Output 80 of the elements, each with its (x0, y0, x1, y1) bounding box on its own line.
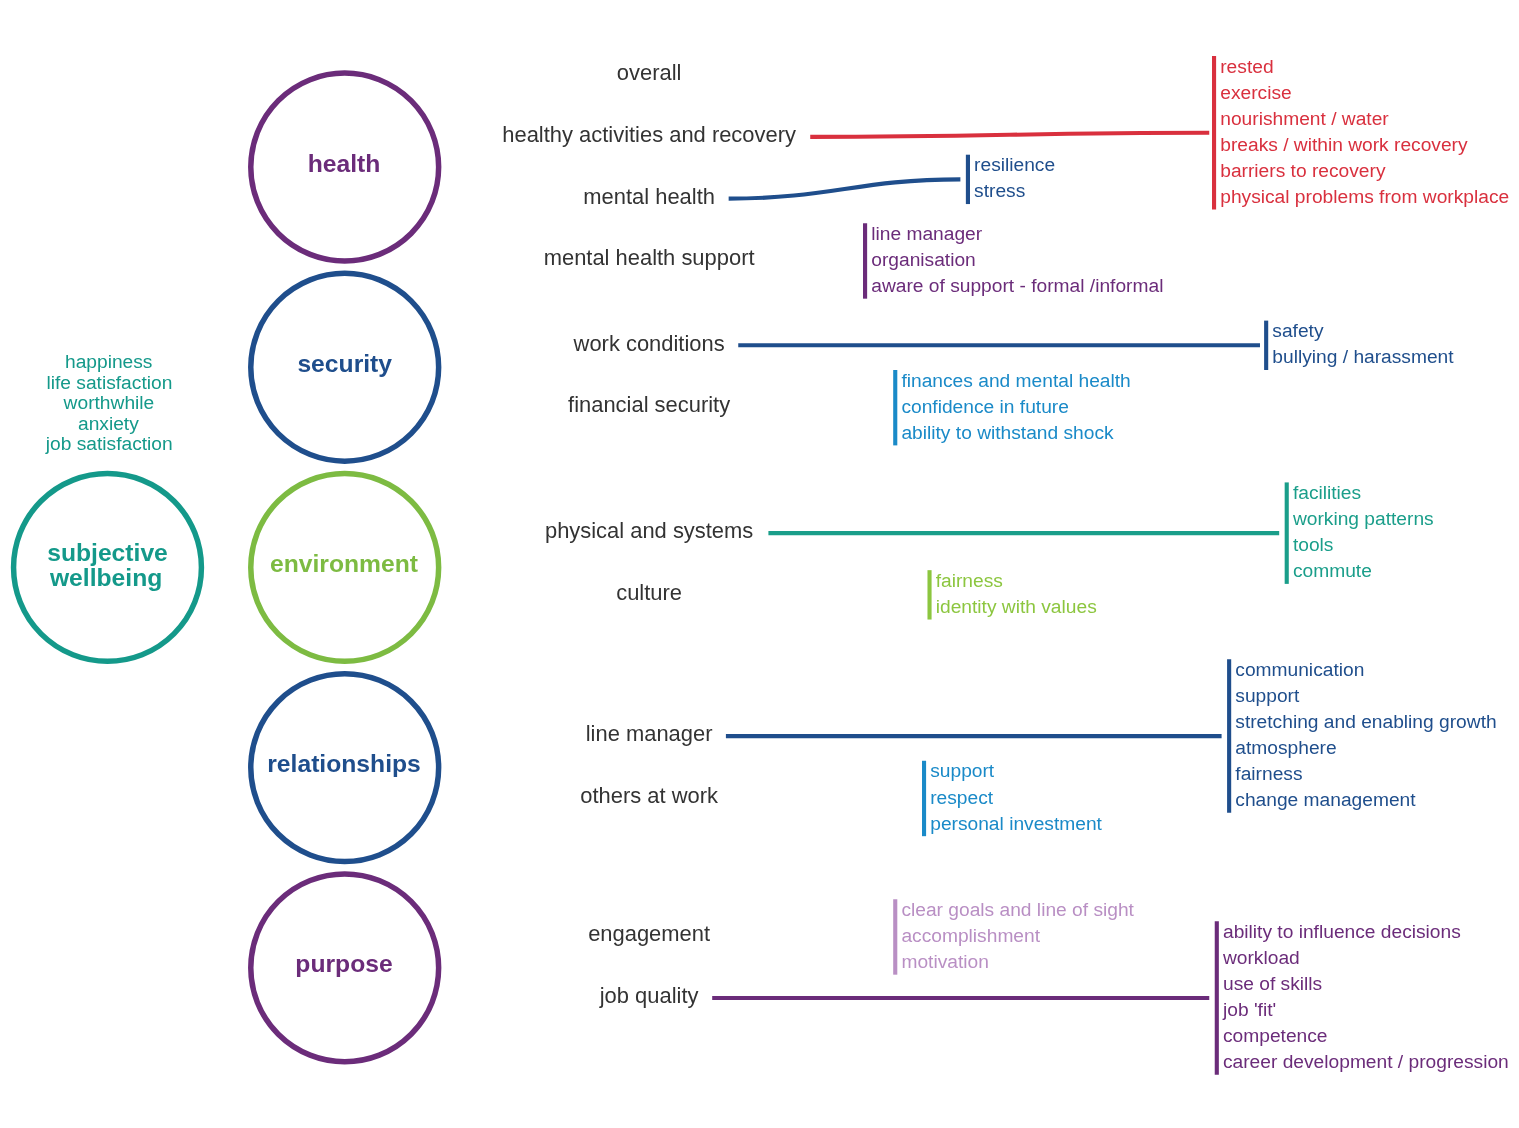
node-circle: security (248, 270, 442, 464)
node-label: bullying / harassment (1272, 346, 1454, 368)
node-text: line manager (585, 721, 713, 747)
node-label: workload (1222, 946, 1300, 968)
node-label: nourishment / water (1220, 107, 1389, 129)
connector (810, 130, 1210, 139)
node-label: respect (930, 786, 994, 808)
connector (712, 995, 1210, 1001)
node-text: job quality (599, 983, 699, 1009)
node-label: atmosphere (1235, 737, 1337, 759)
connector (738, 343, 1260, 348)
node-text: mental health (583, 183, 715, 209)
node-label: motivation (901, 951, 989, 973)
node-label: breaks / within work recovery (1220, 133, 1468, 155)
node-text: overall (616, 60, 682, 86)
node-label: clear goals and line of sight (901, 898, 1134, 920)
node-label: rested (1220, 55, 1274, 77)
node-text: mental health support (543, 245, 755, 271)
node-text: engagement (588, 921, 711, 947)
node-box (1264, 320, 1269, 370)
node-circle: relationships (248, 670, 442, 865)
node-label: use of skills (1222, 973, 1323, 995)
node-label: ability to withstand shock (901, 421, 1114, 443)
node-label: fairness (1235, 763, 1303, 785)
node-label: change management (1235, 789, 1416, 811)
node-text: others at work (580, 783, 718, 808)
node-circle: purpose (248, 871, 442, 1065)
node-label: communication (1235, 659, 1365, 681)
node-label: resilience (974, 154, 1056, 176)
node-label: exercise (1220, 81, 1292, 103)
node-label: life satisfaction (46, 371, 173, 393)
node-circle: health (248, 70, 442, 264)
node-box (1227, 659, 1232, 813)
node-box (922, 760, 927, 837)
node-circle: environment (248, 470, 442, 665)
node-label: personal investment (930, 812, 1102, 834)
connector (768, 531, 1280, 536)
connector (725, 734, 1222, 739)
node-label: happiness (64, 351, 153, 373)
node-label: support (1235, 685, 1300, 707)
node-label: worthwhile (63, 392, 155, 414)
node-label: stress (974, 180, 1026, 202)
node-label: fairness (935, 569, 1003, 591)
node-text: healthy activities and recovery (502, 122, 796, 148)
node-label: physical problems from workplace (1220, 185, 1510, 207)
node-label: line manager (871, 222, 983, 244)
node-circle: subjective wellbeing (10, 470, 205, 665)
node-label: job 'fit' (1222, 999, 1277, 1021)
node-label: career development / progression (1222, 1051, 1509, 1073)
node-box (1214, 921, 1219, 1075)
node-label: accomplishment (901, 925, 1041, 947)
node-box (863, 223, 868, 299)
node-label: support (930, 760, 995, 782)
node-text: culture (616, 580, 683, 606)
node-box (965, 154, 970, 205)
node-label: job satisfaction (45, 433, 173, 455)
connector (728, 177, 961, 201)
node-label: stretching and enabling growth (1235, 711, 1497, 733)
node-box (927, 570, 932, 620)
node-label: aware of support - formal /informal (871, 275, 1164, 297)
node-label: identity with values (935, 595, 1097, 617)
node-label: anxiety (78, 412, 139, 434)
node-label: ability to influence decisions (1222, 920, 1461, 942)
node-box (1284, 482, 1289, 584)
node-label: competence (1222, 1025, 1328, 1047)
node-label: working patterns (1292, 508, 1434, 530)
node-label: safety (1272, 320, 1324, 342)
node-text: physical and systems (544, 518, 754, 544)
node-text: work conditions (573, 330, 725, 356)
node-box (893, 899, 898, 975)
node-label: facilities (1292, 482, 1362, 504)
node-label: finances and mental health (901, 369, 1131, 391)
node-label: organisation (871, 249, 976, 271)
node-label: confidence in future (901, 395, 1069, 417)
node-text: financial security (568, 392, 731, 418)
node-label: tools (1292, 534, 1334, 556)
node-box (1212, 55, 1217, 210)
node-label: barriers to recovery (1220, 159, 1386, 181)
node-label: commute (1292, 560, 1372, 582)
node-box (893, 369, 898, 446)
